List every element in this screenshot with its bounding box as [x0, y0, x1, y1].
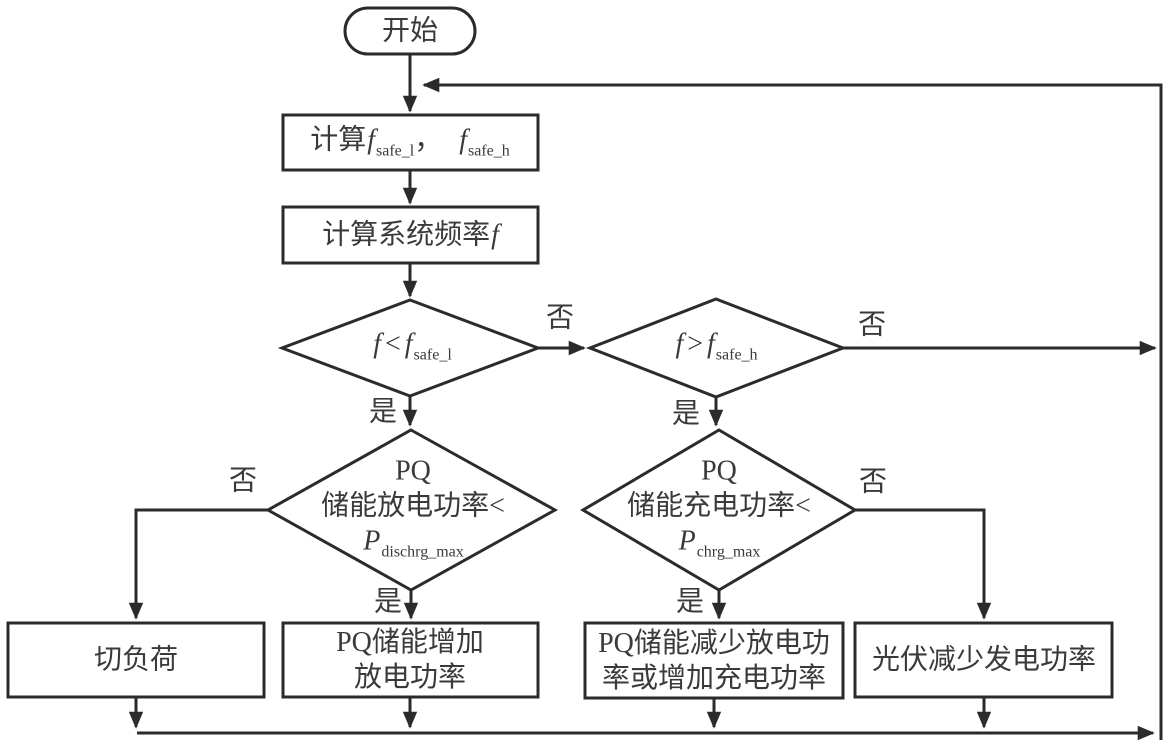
calc-freq-var: f [491, 219, 499, 251]
branch-label-no-discharge-check: 否 [228, 465, 258, 497]
discharge-check-line3: Pdischrg_max [321, 524, 505, 563]
start-text: 开始 [381, 15, 439, 47]
branch-label-yes-charge-check: 是 [675, 586, 705, 618]
pv-reduce-box-shape [853, 621, 1114, 699]
calc-freq-prefix: 计算系统频率 [322, 219, 491, 251]
reduce-discharge-label: PQ储能减少放电功 率或增加充电功率 [598, 626, 830, 696]
branch-label-no-charge-check: 否 [858, 466, 888, 498]
calc-freq-box-shape [281, 205, 540, 265]
calc-freq-label: 计算系统频率f [322, 218, 500, 253]
increase-discharge-line2: 放电功率 [353, 662, 467, 693]
charge-check-sub: chrg_max [696, 543, 761, 561]
freq-low-label: f<fsafe_l [372, 327, 452, 366]
calc-safe-sub2: safe_h [468, 142, 510, 160]
pv-reduce-label: 光伏减少发电功率 [871, 644, 1097, 676]
calc-safe-prefix: 计算 [310, 124, 367, 156]
shed-load-label: 切负荷 [93, 644, 179, 676]
calc-safe-separator: ， [414, 124, 443, 156]
discharge-check-label: PQ 储能放电功率< Pdischrg_max [321, 454, 505, 563]
freq-low-var1: f [373, 328, 381, 360]
start-node-shape [343, 6, 477, 56]
discharge-check-var: P [363, 525, 381, 557]
branch-label-no-freq-low: 否 [545, 302, 575, 334]
freq-low-diamond-shape [277, 298, 543, 398]
calc-safe-box-shape [281, 113, 540, 172]
reduce-discharge-line1: PQ储能减少放电功 [598, 628, 830, 659]
discharge-check-line2: 储能放电功率< [321, 489, 505, 524]
discharge-check-operator: < [489, 490, 505, 522]
freq-low-sub: safe_l [413, 346, 452, 364]
discharge-check-diamond-shape [264, 428, 559, 592]
increase-discharge-line1: PQ储能增加 [336, 627, 484, 658]
freq-low-operator: < [385, 328, 401, 360]
freq-high-label: f>fsafe_h [674, 327, 757, 366]
start-label: 开始 [382, 14, 438, 49]
charge-check-operator: < [795, 490, 811, 522]
calc-safe-label: 计算fsafe_l，fsafe_h [310, 123, 510, 162]
charge-check-line1: PQ [701, 455, 737, 487]
charge-check-line2: 储能充电功率< [627, 489, 811, 524]
freq-high-var2: f [707, 328, 715, 360]
charge-check-var: P [678, 525, 696, 557]
calc-safe-var1: f [367, 124, 376, 156]
discharge-check-line1: PQ [395, 455, 431, 487]
connector-discharge-check-no-to-shed-load [128, 508, 268, 620]
connector-charge-check-no-to-pv-reduce [855, 508, 992, 620]
increase-discharge-label: PQ储能增加 放电功率 [336, 625, 484, 695]
freq-high-sub: safe_h [715, 346, 758, 364]
discharge-check-sub: dischrg_max [381, 543, 464, 561]
charge-check-text: 储能充电功率 [627, 490, 796, 522]
shed-load-box-shape [6, 621, 266, 699]
charge-check-line3: Pchrg_max [627, 524, 811, 563]
charge-check-diamond-shape [580, 428, 858, 592]
calc-safe-var2: f [459, 124, 468, 156]
branch-label-yes-freq-low: 是 [368, 396, 398, 428]
connector-feedback-riser [422, 77, 1163, 740]
reduce-discharge-line2: 率或增加充电功率 [601, 663, 827, 694]
calc-safe-sub1: safe_l [376, 142, 415, 160]
branch-label-yes-freq-high: 是 [671, 398, 701, 430]
discharge-check-text: 储能放电功率 [321, 490, 490, 522]
charge-check-label: PQ 储能充电功率< Pchrg_max [627, 454, 811, 563]
freq-high-diamond-shape [585, 297, 848, 399]
branch-label-yes-discharge-check: 是 [373, 586, 403, 618]
branch-label-no-freq-high: 否 [857, 309, 887, 341]
freq-low-var2: f [404, 328, 413, 360]
freq-high-var1: f [675, 328, 684, 360]
increase-discharge-box-shape [281, 621, 540, 699]
freq-high-operator: > [687, 328, 704, 360]
reduce-discharge-box-shape [583, 621, 845, 700]
